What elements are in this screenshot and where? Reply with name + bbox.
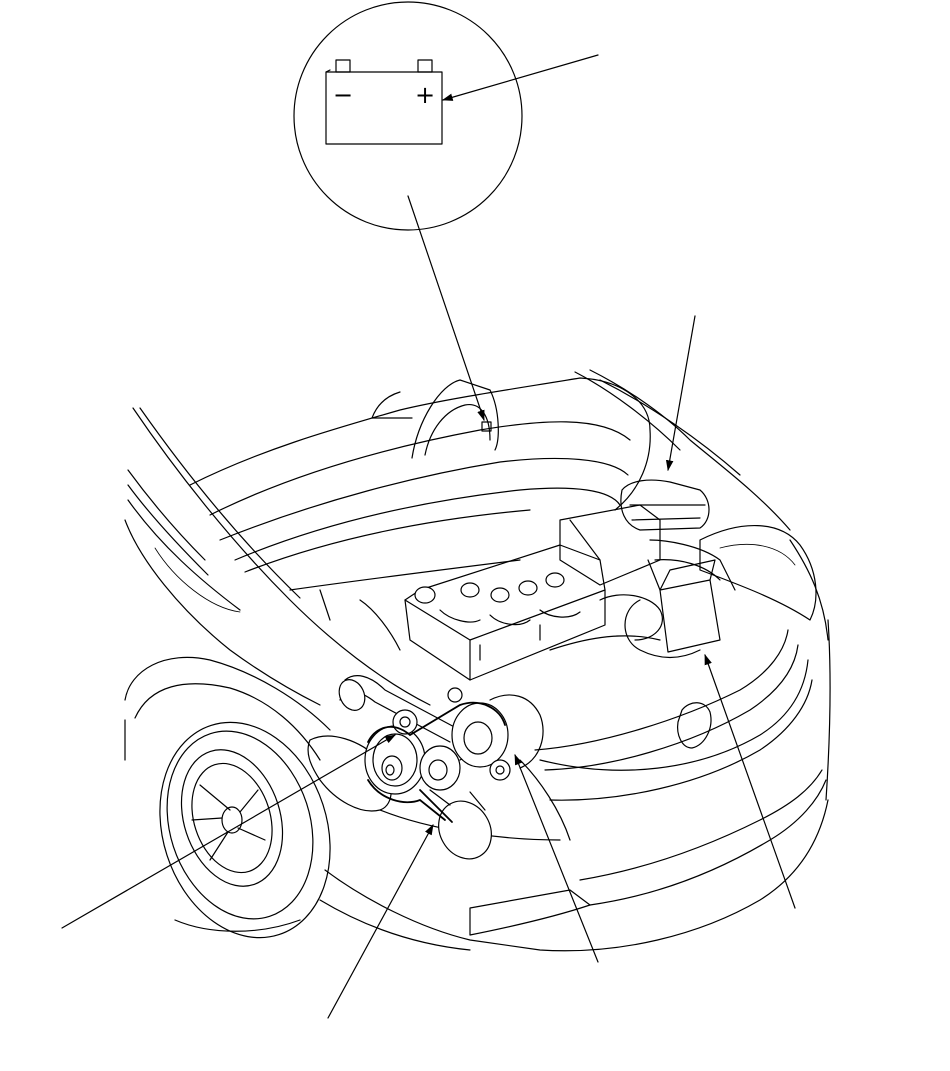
leader-tensioner — [514, 753, 599, 963]
leader-lines — [61, 54, 796, 1019]
leader-positive-terminal — [441, 54, 599, 101]
belt-pulley-assembly — [338, 675, 544, 860]
inset-connector-line — [407, 195, 485, 422]
engine — [289, 504, 701, 681]
leader-battery — [704, 653, 796, 909]
battery-in-bay — [647, 559, 721, 653]
inset-circle — [293, 1, 523, 231]
positive-terminal-symbol: + — [415, 81, 435, 109]
leader-crank-pulley — [61, 734, 396, 929]
coolant-reservoir — [620, 479, 736, 591]
leader-reservoir — [665, 315, 696, 472]
open-hood — [189, 369, 791, 573]
negative-terminal-symbol: − — [333, 81, 353, 109]
battery-inset: − + — [293, 1, 523, 422]
car-body — [124, 407, 831, 952]
battery-symbol: − + — [325, 59, 443, 145]
leader-lower-pulley — [327, 824, 434, 1019]
front-wheel — [159, 721, 331, 939]
